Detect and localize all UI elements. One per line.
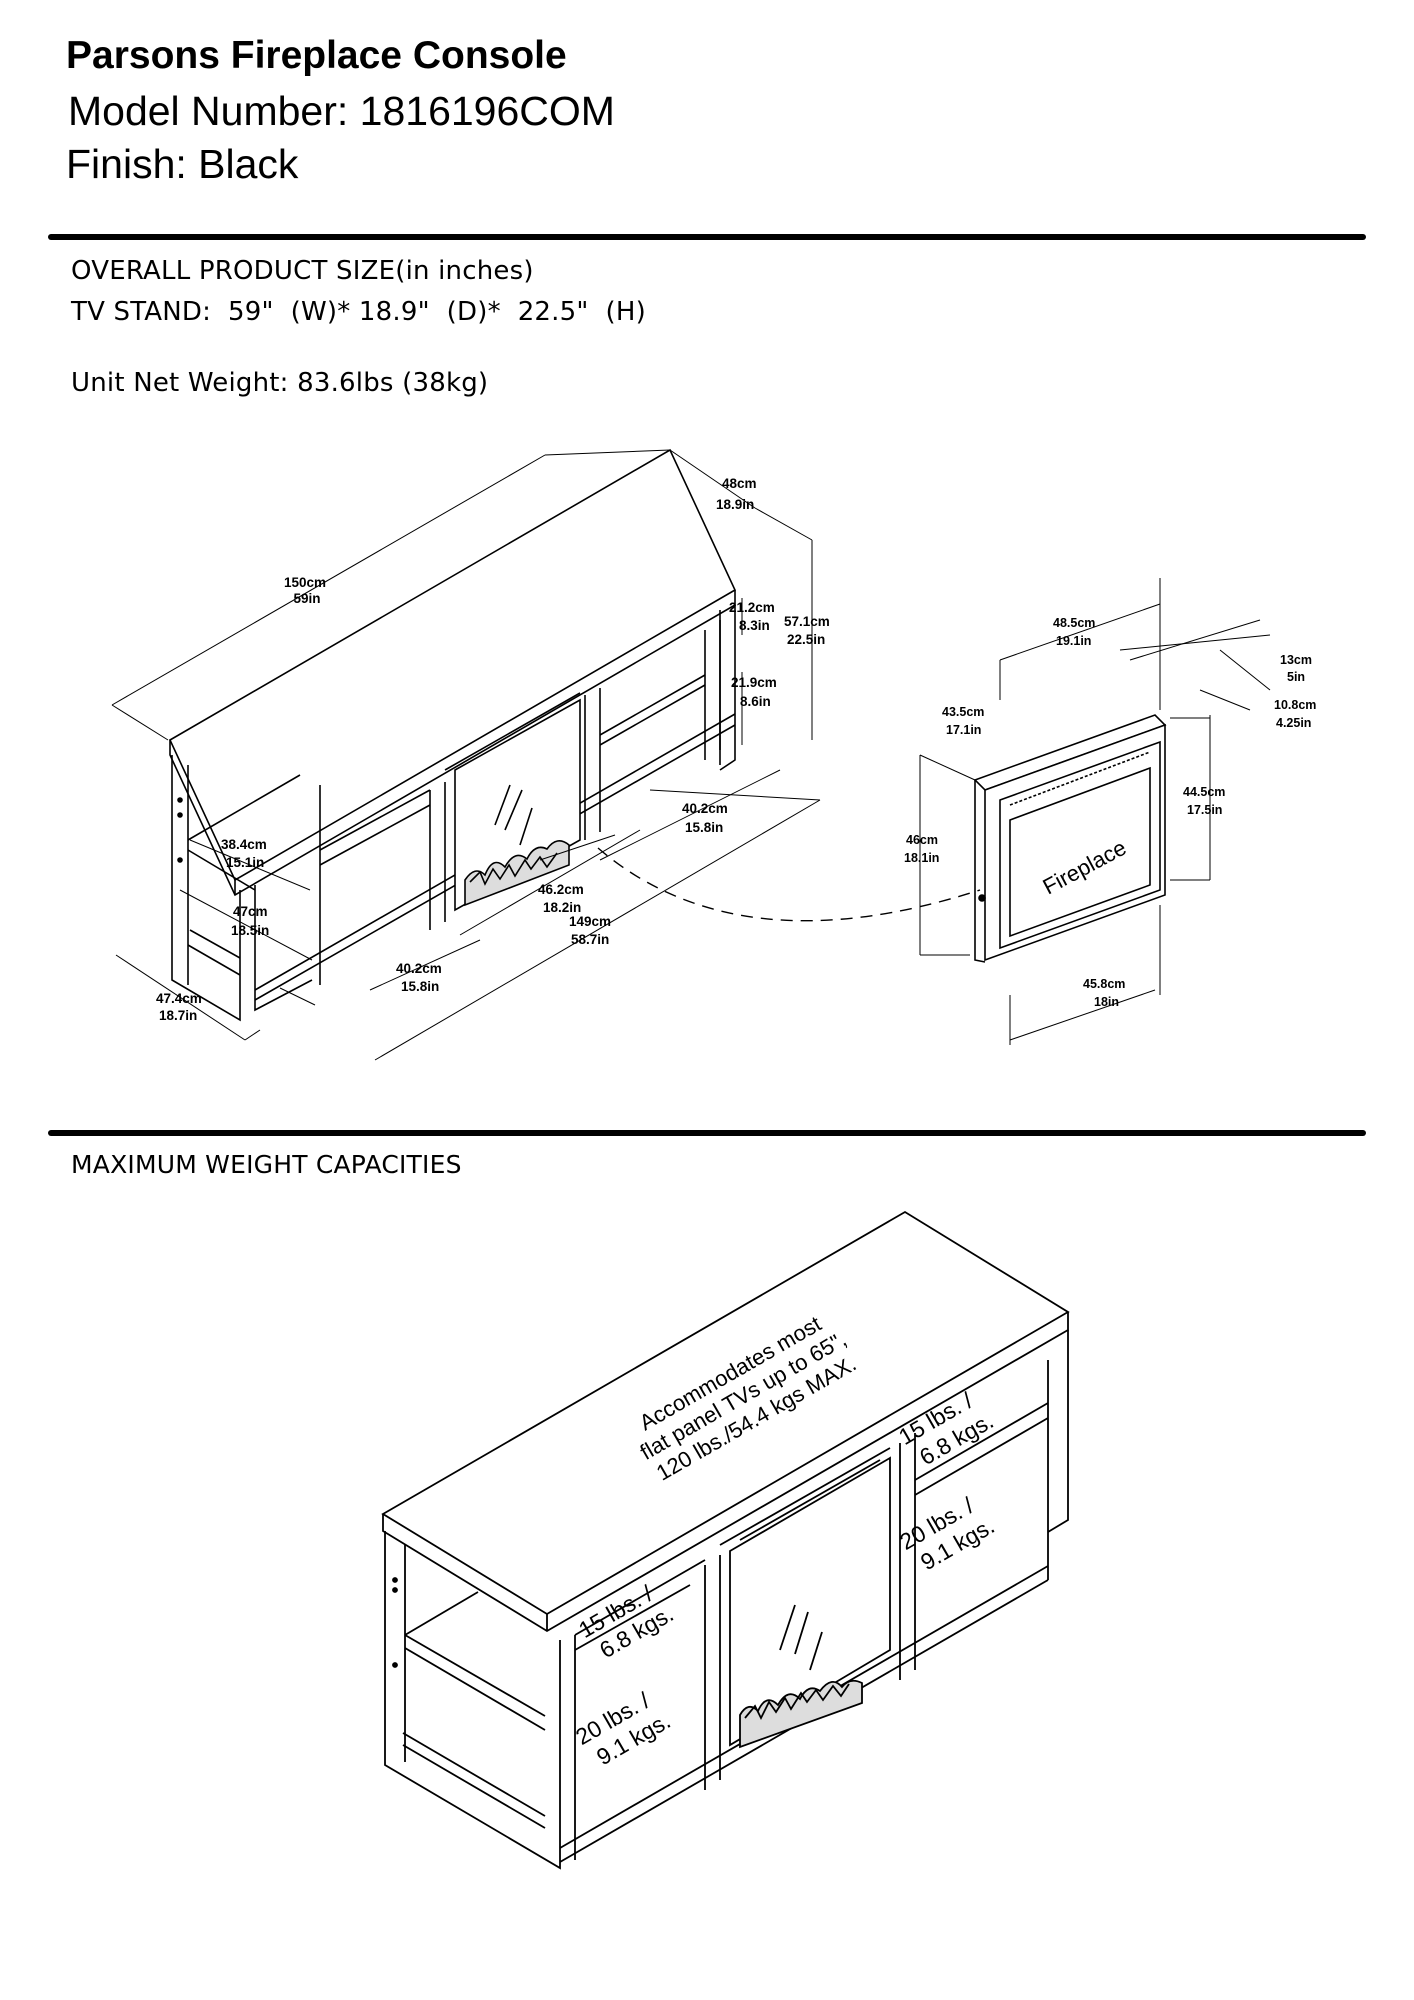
right-upper-capacity-kgs: 6.8 kgs. (915, 1407, 998, 1470)
fp-front-height-cm: 44.5cm (1183, 785, 1225, 799)
dim-right-bay-in: 15.8in (685, 820, 723, 835)
fp-bottom-width-cm: 45.8cm (1083, 977, 1125, 991)
dim-fireplace-opening-in: 18.2in (543, 900, 581, 915)
fp-side-depth-cm: 43.5cm (942, 705, 984, 719)
dim-side-height-in: 18.5in (231, 923, 269, 938)
stand-dimension-lines (111, 449, 981, 1061)
top-capacity-line-3: 120 lbs./54.4 kgs MAX. (652, 1351, 860, 1486)
weight-capacities-heading: MAXIMUM WEIGHT CAPACITIES (71, 1150, 462, 1179)
overall-size-label: OVERALL PRODUCT SIZE(in inches) (71, 256, 534, 286)
dim-width-in: 59in (293, 591, 320, 606)
fp-front-height-in: 17.5in (1187, 803, 1222, 817)
model-number: Model Number: 1816196COM (68, 88, 615, 134)
dim-side-depth-cm: 47.4cm (156, 991, 202, 1006)
dim-shelf-depth-cm: 38.4cm (221, 837, 267, 852)
fp-depth-total-cm: 13cm (1280, 653, 1312, 667)
dim-inner-width-cm: 149cm (569, 914, 611, 929)
top-capacity-line-1: Accommodates most (635, 1311, 825, 1435)
fp-depth-body-cm: 10.8cm (1274, 698, 1316, 712)
fp-height-cm: 46cm (906, 833, 938, 847)
dim-right-bay-cm: 40.2cm (682, 801, 728, 816)
dim-left-bay-in: 15.8in (401, 979, 439, 994)
capacity-labels: Accommodates most flat panel TVs up to 6… (571, 1311, 999, 1770)
fp-top-width-cm: 48.5cm (1053, 616, 1095, 630)
dim-height-cm: 57.1cm (784, 614, 830, 629)
dim-fireplace-opening-cm: 46.2cm (538, 882, 584, 897)
dim-inner-width-in: 58.7in (571, 932, 609, 947)
tv-stand-size: TV STAND: 59" (W)* 18.9" (D)* 22.5" (H) (71, 297, 646, 327)
stand-dimension-labels: 150cm 59in 48cm 18.9in 21.2cm 8.3in 57.1… (156, 476, 830, 1023)
fp-top-width-in: 19.1in (1056, 634, 1091, 648)
dimension-drawing: 150cm 59in 48cm 18.9in 21.2cm 8.3in 57.1… (111, 448, 1316, 1061)
left-lower-capacity-kgs: 9.1 kgs. (592, 1707, 675, 1770)
dim-side-height-cm: 47cm (233, 904, 268, 919)
dim-depth-in: 18.9in (716, 497, 754, 512)
middle-divider (48, 1130, 1366, 1136)
fireplace-insert (919, 578, 1271, 1045)
net-weight: Unit Net Weight: 83.6lbs (38kg) (71, 368, 489, 398)
right-lower-capacity-lbs: 20 lbs. / (895, 1492, 978, 1555)
fp-bottom-width-in: 18in (1094, 995, 1119, 1009)
dim-depth-cm: 48cm (722, 476, 757, 491)
left-upper-capacity-kgs: 6.8 kgs. (595, 1600, 678, 1663)
right-lower-capacity-kgs: 9.1 kgs. (916, 1512, 999, 1575)
fp-height-in: 18.1in (904, 851, 939, 865)
dim-side-depth-in: 18.7in (159, 1008, 197, 1023)
top-divider (48, 234, 1366, 240)
dim-left-bay-cm: 40.2cm (396, 961, 442, 976)
finish-label: Finish: Black (66, 141, 299, 187)
dim-width-cm: 150cm (284, 575, 326, 590)
dim-lower-opening-in: 8.6in (740, 694, 771, 709)
dim-upper-opening-cm: 21.2cm (729, 600, 775, 615)
capacity-stand-outline (381, 1210, 1070, 1870)
dim-shelf-depth-in: 15.1in (226, 855, 264, 870)
dim-height-in: 22.5in (787, 632, 825, 647)
fp-depth-total-in: 5in (1287, 670, 1305, 684)
fp-depth-body-in: 4.25in (1276, 716, 1311, 730)
top-capacity-line-2: flat panel TVs up to 65", (636, 1326, 851, 1464)
dim-upper-opening-in: 8.3in (739, 618, 770, 633)
left-upper-capacity-lbs: 15 lbs. / (574, 1580, 657, 1643)
page-title: Parsons Fireplace Console (66, 34, 567, 77)
right-upper-capacity-lbs: 15 lbs. / (894, 1387, 977, 1450)
dim-lower-opening-cm: 21.9cm (731, 675, 777, 690)
fireplace-dimension-labels: 48.5cm 19.1in 13cm 5in 10.8cm 4.25in 43.… (904, 616, 1316, 1009)
fp-side-depth-in: 17.1in (946, 723, 981, 737)
left-lower-capacity-lbs: 20 lbs. / (571, 1687, 654, 1750)
